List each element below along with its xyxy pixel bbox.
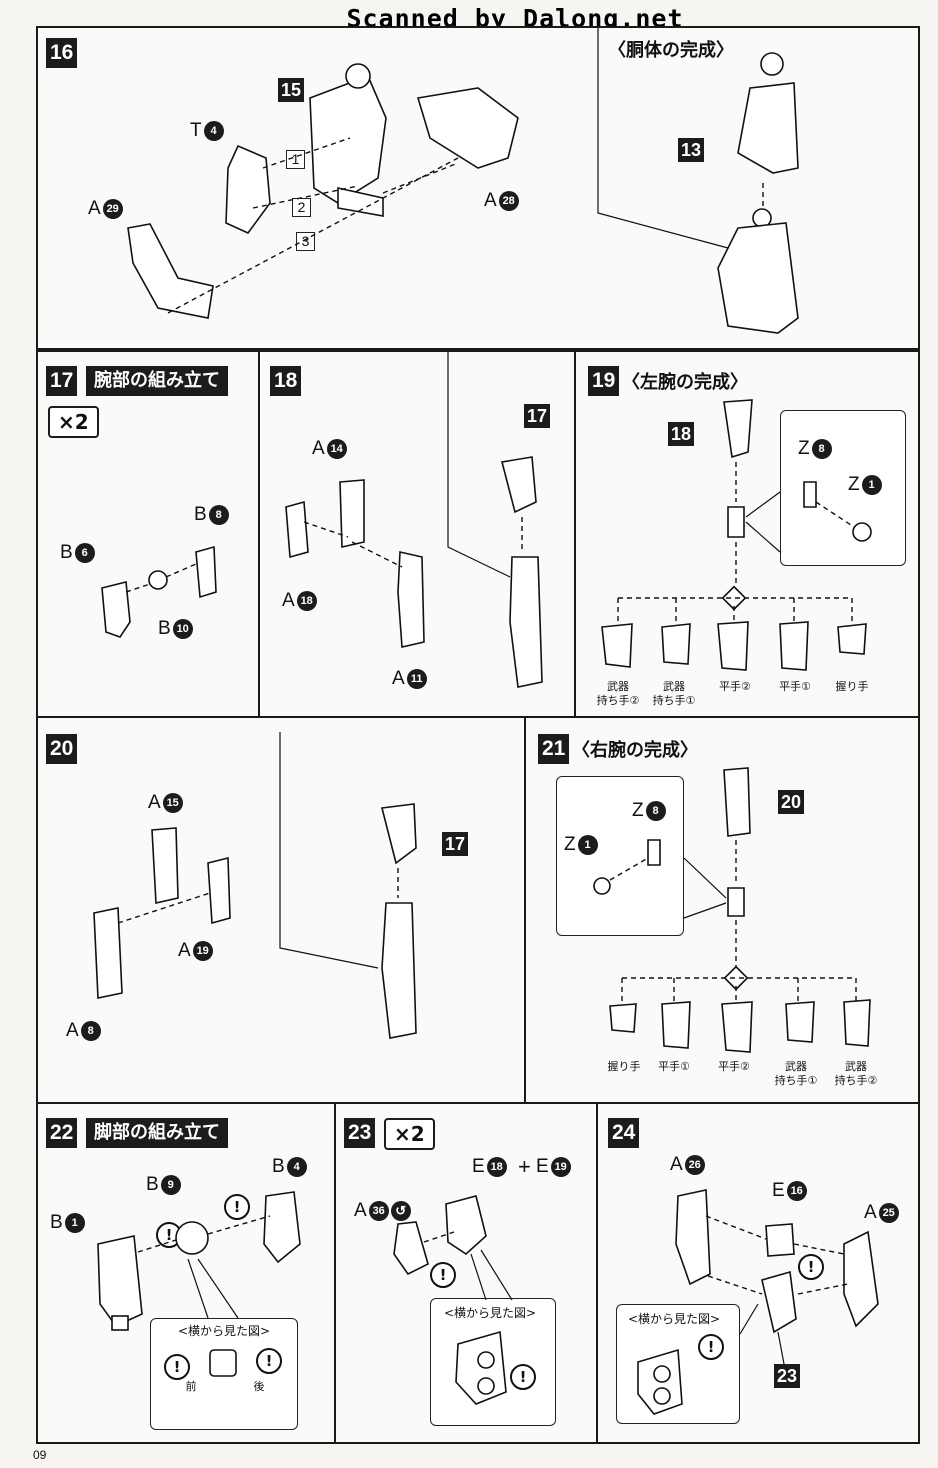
part-ref-17b: 17 [442,832,468,856]
step-16-subtitle: 〈胴体の完成〉 [608,40,734,61]
step-22-number: 22 [46,1118,78,1148]
step-16-diagram [127,28,799,334]
hand-label-r5: 武器 持ち手② [834,1060,878,1087]
warning-icon: ! [164,1354,190,1380]
step-23-quantity: ×2 [384,1118,435,1150]
page-number: 09 [33,1448,47,1462]
step-17-title: 腕部の組み立て [86,366,228,396]
hand-label-r3: 平手② [718,1060,750,1073]
part-ref-13: 13 [678,138,704,162]
step-21-diagram [593,767,871,1053]
step-24-diagram [637,1189,879,1415]
step-23-number: 23 [344,1118,376,1148]
warning-icon: ! [430,1262,456,1288]
step-21-number: 21 [538,734,570,764]
part-ref-15: 15 [278,78,304,102]
hand-label-1: 武器 持ち手② [596,680,640,707]
part-ref-20: 20 [778,790,804,814]
step-22-diagram [97,1191,301,1377]
hand-label-2: 武器 持ち手① [652,680,696,707]
hand-label-r4: 武器 持ち手① [774,1060,818,1087]
step-21-subtitle: 〈右腕の完成〉 [572,740,698,761]
warning-icon: ! [698,1334,724,1360]
step-23-diagram [393,1195,513,1405]
seq-3: 3 [296,232,315,251]
step-23-inset-title: <横から見た図> [444,1306,537,1320]
hand-label-r2: 平手① [658,1060,690,1073]
step-17-quantity: ×2 [48,406,99,438]
hand-label-3: 平手② [719,680,751,693]
plus-sign: + [518,1154,531,1179]
warning-icon: ! [224,1194,250,1220]
step-18-number: 18 [270,366,302,396]
step-17-number: 17 [46,366,78,396]
step-19-number: 19 [588,366,620,396]
seq-2: 2 [292,198,311,217]
step-18-diagram [285,352,543,688]
step-16-number: 16 [46,38,78,68]
warning-icon: ! [510,1364,536,1390]
part-ref-18: 18 [668,422,694,446]
step-22-inset-title: <横から見た図> [178,1324,271,1338]
hook-icon: ↺ [390,1201,411,1221]
step-19-subtitle: 〈左腕の完成〉 [622,372,748,393]
hand-label-4: 平手① [779,680,811,693]
warning-icon: ! [256,1348,282,1374]
step-20-diagram [93,732,417,1039]
hand-label-r1: 握り手 [607,1060,641,1073]
back-label: 後 [253,1380,265,1393]
step-19-diagram [601,399,872,671]
step-22-title: 脚部の組み立て [86,1118,228,1148]
part-ref-17: 17 [524,404,550,428]
step-24-number: 24 [608,1118,640,1148]
hand-label-5: 握り手 [835,680,869,693]
step-17-diagram [101,545,217,638]
warning-icon: ! [798,1254,824,1280]
step-19-detail-inset [780,410,906,566]
front-label: 前 [185,1380,197,1393]
step-20-number: 20 [46,734,78,764]
step-24-inset-title: <横から見た図> [628,1312,721,1326]
part-ref-23: 23 [774,1364,800,1388]
